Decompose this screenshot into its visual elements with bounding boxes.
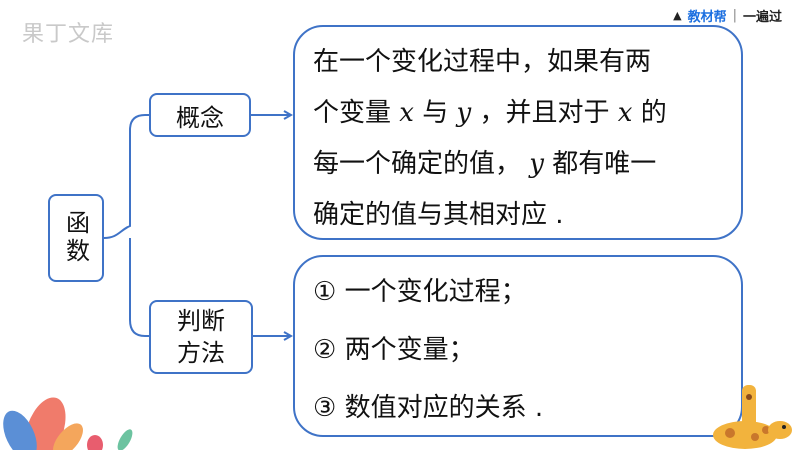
- definition-line: 每一个确定的值， y 都有唯一: [313, 149, 657, 179]
- brand-slogan: 一遍过: [742, 10, 782, 25]
- brand-name: 教材帮: [687, 10, 727, 25]
- definition-line: 个变量 x 与 y ，并且对于 x 的: [313, 98, 667, 128]
- node-concept-label: 概念: [176, 103, 224, 132]
- giraffe-decoration-icon: [713, 385, 792, 449]
- variable-x: x: [617, 98, 633, 128]
- node-judgment-method: 判断 方法: [149, 300, 253, 374]
- method-item: ③ 数值对应的关系 .: [313, 393, 544, 423]
- method-item: ② 两个变量；: [313, 335, 475, 365]
- judgment-method-card: ① 一个变化过程； ② 两个变量； ③ 数值对应的关系 .: [293, 255, 743, 437]
- concept-definition-card: 在一个变化过程中，如果有两 个变量 x 与 y ，并且对于 x 的 每一个确定的…: [293, 25, 743, 240]
- leaf-decoration-icon: [3, 397, 133, 450]
- definition-line: 在一个变化过程中，如果有两: [313, 47, 652, 77]
- node-method-label-line1: 判断: [177, 307, 225, 335]
- variable-y: y: [529, 149, 544, 179]
- brand-separator: |: [732, 8, 737, 23]
- brand-logo-icon: ▲: [673, 9, 682, 22]
- root-node-function: 函数: [48, 194, 104, 282]
- root-node-label: 函数: [61, 210, 90, 266]
- variable-y: y: [456, 98, 472, 128]
- method-item: ① 一个变化过程；: [313, 277, 527, 307]
- header-brand: ▲ 教材帮 | 一遍过: [673, 6, 782, 25]
- node-method-label-line2: 方法: [177, 339, 225, 367]
- node-concept: 概念: [149, 93, 251, 137]
- watermark-text: 果丁文库: [22, 22, 115, 47]
- definition-line: 确定的值与其相对应 .: [313, 200, 564, 230]
- variable-x: x: [399, 98, 414, 128]
